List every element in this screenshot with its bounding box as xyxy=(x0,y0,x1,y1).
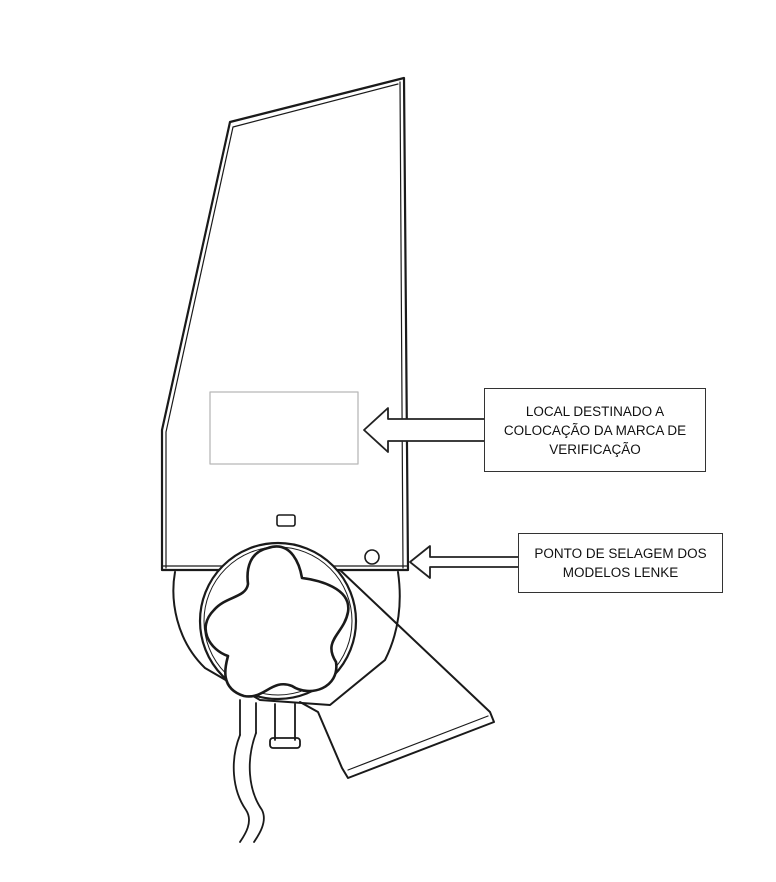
sealing-screw-icon xyxy=(364,549,380,565)
verification-mark-callout: LOCAL DESTINADO A COLOCAÇÃO DA MARCA DE … xyxy=(484,388,706,472)
star-knob-icon xyxy=(204,545,350,698)
callout-line: LOCAL DESTINADO A xyxy=(525,403,665,419)
sealing-point-callout: PONTO DE SELAGEM DOS MODELOS LENKE xyxy=(518,533,723,593)
callout-line: VERIFICAÇÃO xyxy=(549,441,641,457)
verification-mark-area xyxy=(209,391,359,465)
lower-stems xyxy=(239,699,301,749)
callout-line: MODELOS LENKE xyxy=(562,565,679,580)
front-slot xyxy=(276,514,296,527)
callout-line: PONTO DE SELAGEM DOS xyxy=(534,546,707,561)
housing-body xyxy=(160,76,410,572)
power-cable xyxy=(232,732,265,843)
base-bowl xyxy=(172,571,401,706)
knob xyxy=(198,541,358,701)
spout xyxy=(299,569,495,779)
arrow-to-sealing-point xyxy=(409,545,519,579)
arrow-to-verification-area xyxy=(363,407,485,453)
callout-line: COLOCAÇÃO DA MARCA DE xyxy=(503,422,687,438)
